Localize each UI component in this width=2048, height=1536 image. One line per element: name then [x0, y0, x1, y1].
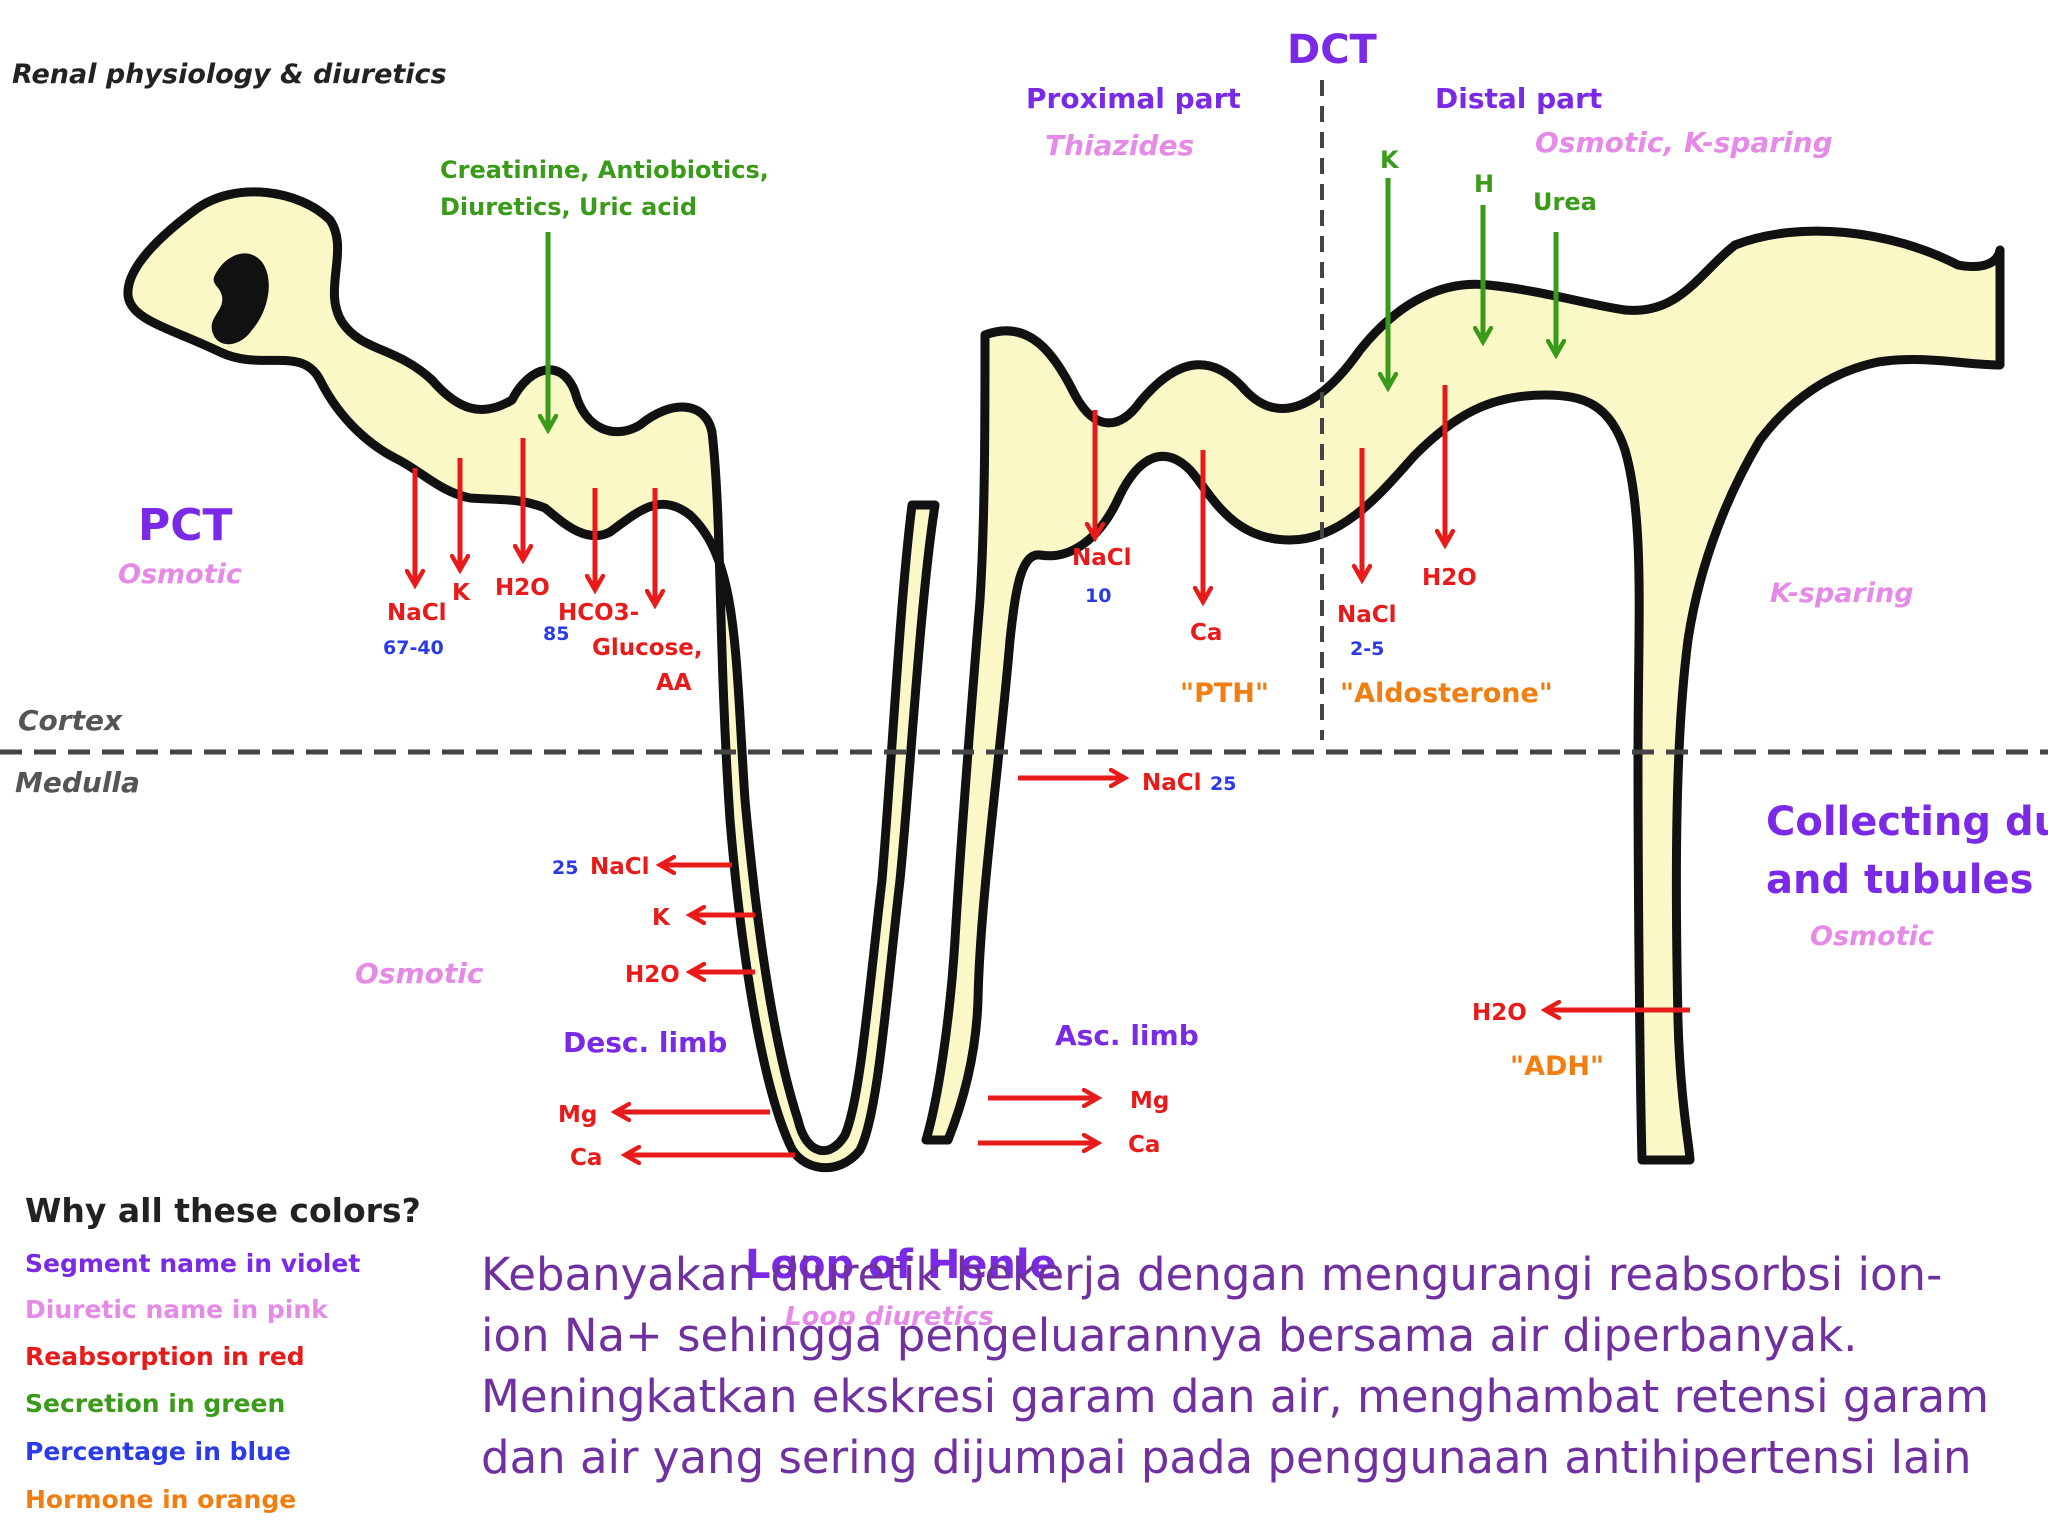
- hormone-pth: "PTH": [1180, 678, 1269, 709]
- reab-desc-k: K: [652, 905, 671, 931]
- segment-pct: PCT: [138, 500, 233, 551]
- reab-pct-k: K: [452, 580, 471, 606]
- diagram-title: Renal physiology & diuretics: [12, 59, 447, 90]
- proximal-tubule: [123, 187, 940, 1173]
- legend-item-orange: Hormone in orange: [25, 1485, 296, 1514]
- reab-distal-h2o: H2O: [1422, 565, 1477, 591]
- distal-tubule-and-collecting-duct: [921, 226, 2005, 1165]
- secretion-label-pct-line1: Creatinine, Antiobiotics,: [440, 156, 769, 184]
- diuretic-distal: Osmotic, K-sparing: [1535, 126, 1833, 159]
- secretion-label-k: K: [1380, 146, 1400, 174]
- segment-asc-limb: Asc. limb: [1055, 1019, 1199, 1052]
- reab-desc-nacl: NaCl: [590, 854, 650, 880]
- segment-dct: DCT: [1287, 27, 1378, 73]
- reab-pct-nacl: NaCl: [387, 600, 447, 626]
- zone-cortex: Cortex: [18, 704, 123, 737]
- caption-line-2: ion Na+ sehingga pengeluarannya bersama …: [481, 1309, 1858, 1362]
- diuretic-thiazides: Thiazides: [1045, 129, 1194, 162]
- segment-dct-distal: Distal part: [1435, 82, 1602, 115]
- pct-dct-nacl: 10: [1085, 585, 1111, 607]
- secretion-label-pct-line2: Diuretics, Uric acid: [440, 193, 697, 221]
- caption-text: Kebanyakan diuretik bekerja dengan mengu…: [481, 1244, 2021, 1488]
- caption-line-4: dan air yang sering dijumpai pada penggu…: [481, 1431, 1972, 1484]
- zone-medulla: Medulla: [15, 766, 140, 799]
- secretion-label-h: H: [1474, 170, 1494, 198]
- pct-distal-nacl: 2-5: [1350, 638, 1384, 660]
- reab-dct-nacl: NaCl: [1072, 545, 1132, 571]
- legend-item-pink: Diuretic name in pink: [25, 1295, 329, 1324]
- hormone-aldosterone: "Aldosterone": [1340, 678, 1553, 709]
- tubule-shapes: [123, 187, 2005, 1173]
- diuretic-collecting: Osmotic: [1810, 921, 1934, 952]
- color-legend: Why all these colors? Segment name in vi…: [25, 1191, 421, 1514]
- diuretic-loop: Loop diuretics: [785, 1302, 994, 1332]
- glomerulus-icon: [211, 253, 269, 345]
- caption-line-1: Kebanyakan diuretik bekerja dengan mengu…: [481, 1248, 1943, 1301]
- reab-desc-mg: Mg: [558, 1102, 597, 1128]
- legend-item-violet: Segment name in violet: [25, 1249, 360, 1278]
- segment-collecting-line1: Collecting duct: [1766, 799, 2048, 845]
- reab-distal-nacl: NaCl: [1337, 602, 1397, 628]
- reabsorption-arrows: [415, 385, 1690, 1155]
- diuretic-pct: Osmotic: [118, 559, 242, 590]
- caption-line-3: Meningkatkan ekskresi garam dan air, men…: [481, 1370, 1989, 1423]
- secretion-label-urea: Urea: [1533, 188, 1597, 216]
- pct-desc-nacl: 25: [552, 857, 578, 879]
- segment-loop-of-henle: Loop of Henle: [745, 1242, 1057, 1288]
- reab-asc-ca: Ca: [1128, 1132, 1160, 1158]
- reab-desc-ca: Ca: [570, 1145, 602, 1171]
- hormone-adh: "ADH": [1510, 1051, 1604, 1082]
- reab-pct-hco3: HCO3-: [558, 600, 639, 626]
- reab-pct-glucose-line1: Glucose,: [592, 635, 703, 661]
- reab-pct-h2o: H2O: [495, 575, 550, 601]
- diuretic-k-sparing: K-sparing: [1770, 578, 1914, 609]
- legend-item-green: Secretion in green: [25, 1389, 285, 1418]
- reab-cd-h2o: H2O: [1472, 1000, 1527, 1026]
- legend-item-blue: Percentage in blue: [25, 1437, 291, 1466]
- pct-asc-nacl: 25: [1210, 773, 1236, 795]
- segment-collecting-line2: and tubules: [1766, 857, 2033, 903]
- legend-title: Why all these colors?: [25, 1191, 421, 1230]
- pct-pct-hco3: 85: [543, 623, 569, 645]
- segment-desc-limb: Desc. limb: [563, 1026, 727, 1059]
- reab-dct-ca: Ca: [1190, 620, 1222, 646]
- diuretic-medulla-osmotic: Osmotic: [355, 957, 484, 990]
- segment-dct-proximal: Proximal part: [1026, 82, 1241, 115]
- pct-pct-nacl: 67-40: [383, 637, 444, 659]
- reab-asc-mg: Mg: [1130, 1088, 1169, 1114]
- reab-desc-h2o: H2O: [625, 962, 680, 988]
- legend-item-red: Reabsorption in red: [25, 1342, 305, 1371]
- reab-asc-nacl: NaCl: [1142, 770, 1202, 796]
- reab-pct-glucose-line2: AA: [656, 670, 692, 696]
- secretion-arrows: [548, 178, 1556, 430]
